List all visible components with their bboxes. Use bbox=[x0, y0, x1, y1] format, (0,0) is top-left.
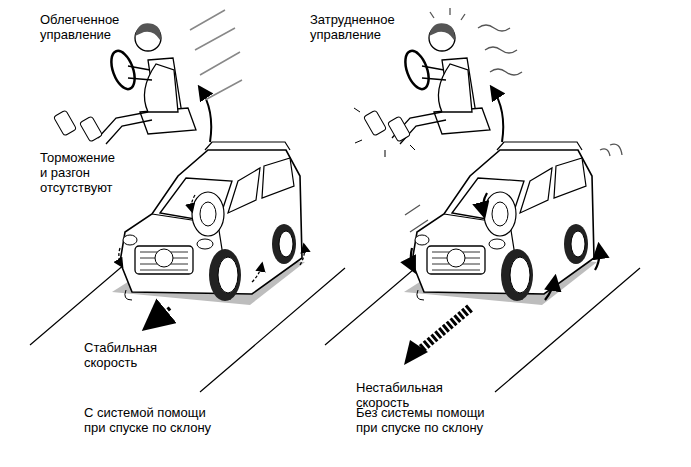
label-text: Без системы помощи при спуске по склону bbox=[356, 405, 485, 435]
caption-label: Облегченное управление bbox=[40, 12, 140, 42]
caption-label: Без системы помощи при спуске по склону bbox=[356, 405, 491, 435]
label-text: С системой помощи при спуске по склону bbox=[84, 405, 211, 435]
speed-arrow bbox=[420, 308, 470, 350]
vibration-lines bbox=[405, 144, 622, 232]
label-text: Затрудненное управление bbox=[310, 12, 395, 42]
stress-lines bbox=[430, 8, 522, 75]
caption-label: Затрудненное управление bbox=[310, 12, 420, 42]
label-text: Стабильная скорость bbox=[84, 340, 157, 370]
driver-relaxed bbox=[98, 23, 196, 144]
motion-lines bbox=[190, 10, 242, 100]
label-text: Облегченное управление bbox=[40, 12, 119, 42]
caption-label: Стабильная скорость bbox=[84, 340, 170, 370]
car-without-dac bbox=[404, 142, 597, 305]
caption-label: С системой помощи при спуске по склону bbox=[84, 405, 216, 435]
caption-label: Торможение и разгон отсутствуют bbox=[40, 150, 122, 195]
car-with-dac bbox=[112, 142, 305, 305]
speed-arrow bbox=[148, 308, 170, 326]
link-arrow bbox=[492, 88, 503, 142]
link-arrow bbox=[200, 88, 211, 142]
pedals bbox=[53, 108, 415, 157]
driver-stressed bbox=[392, 23, 490, 144]
wheel-arrows bbox=[119, 193, 600, 300]
label-text: Торможение и разгон отсутствуют bbox=[40, 150, 115, 195]
speed-arrowhead bbox=[404, 340, 428, 365]
